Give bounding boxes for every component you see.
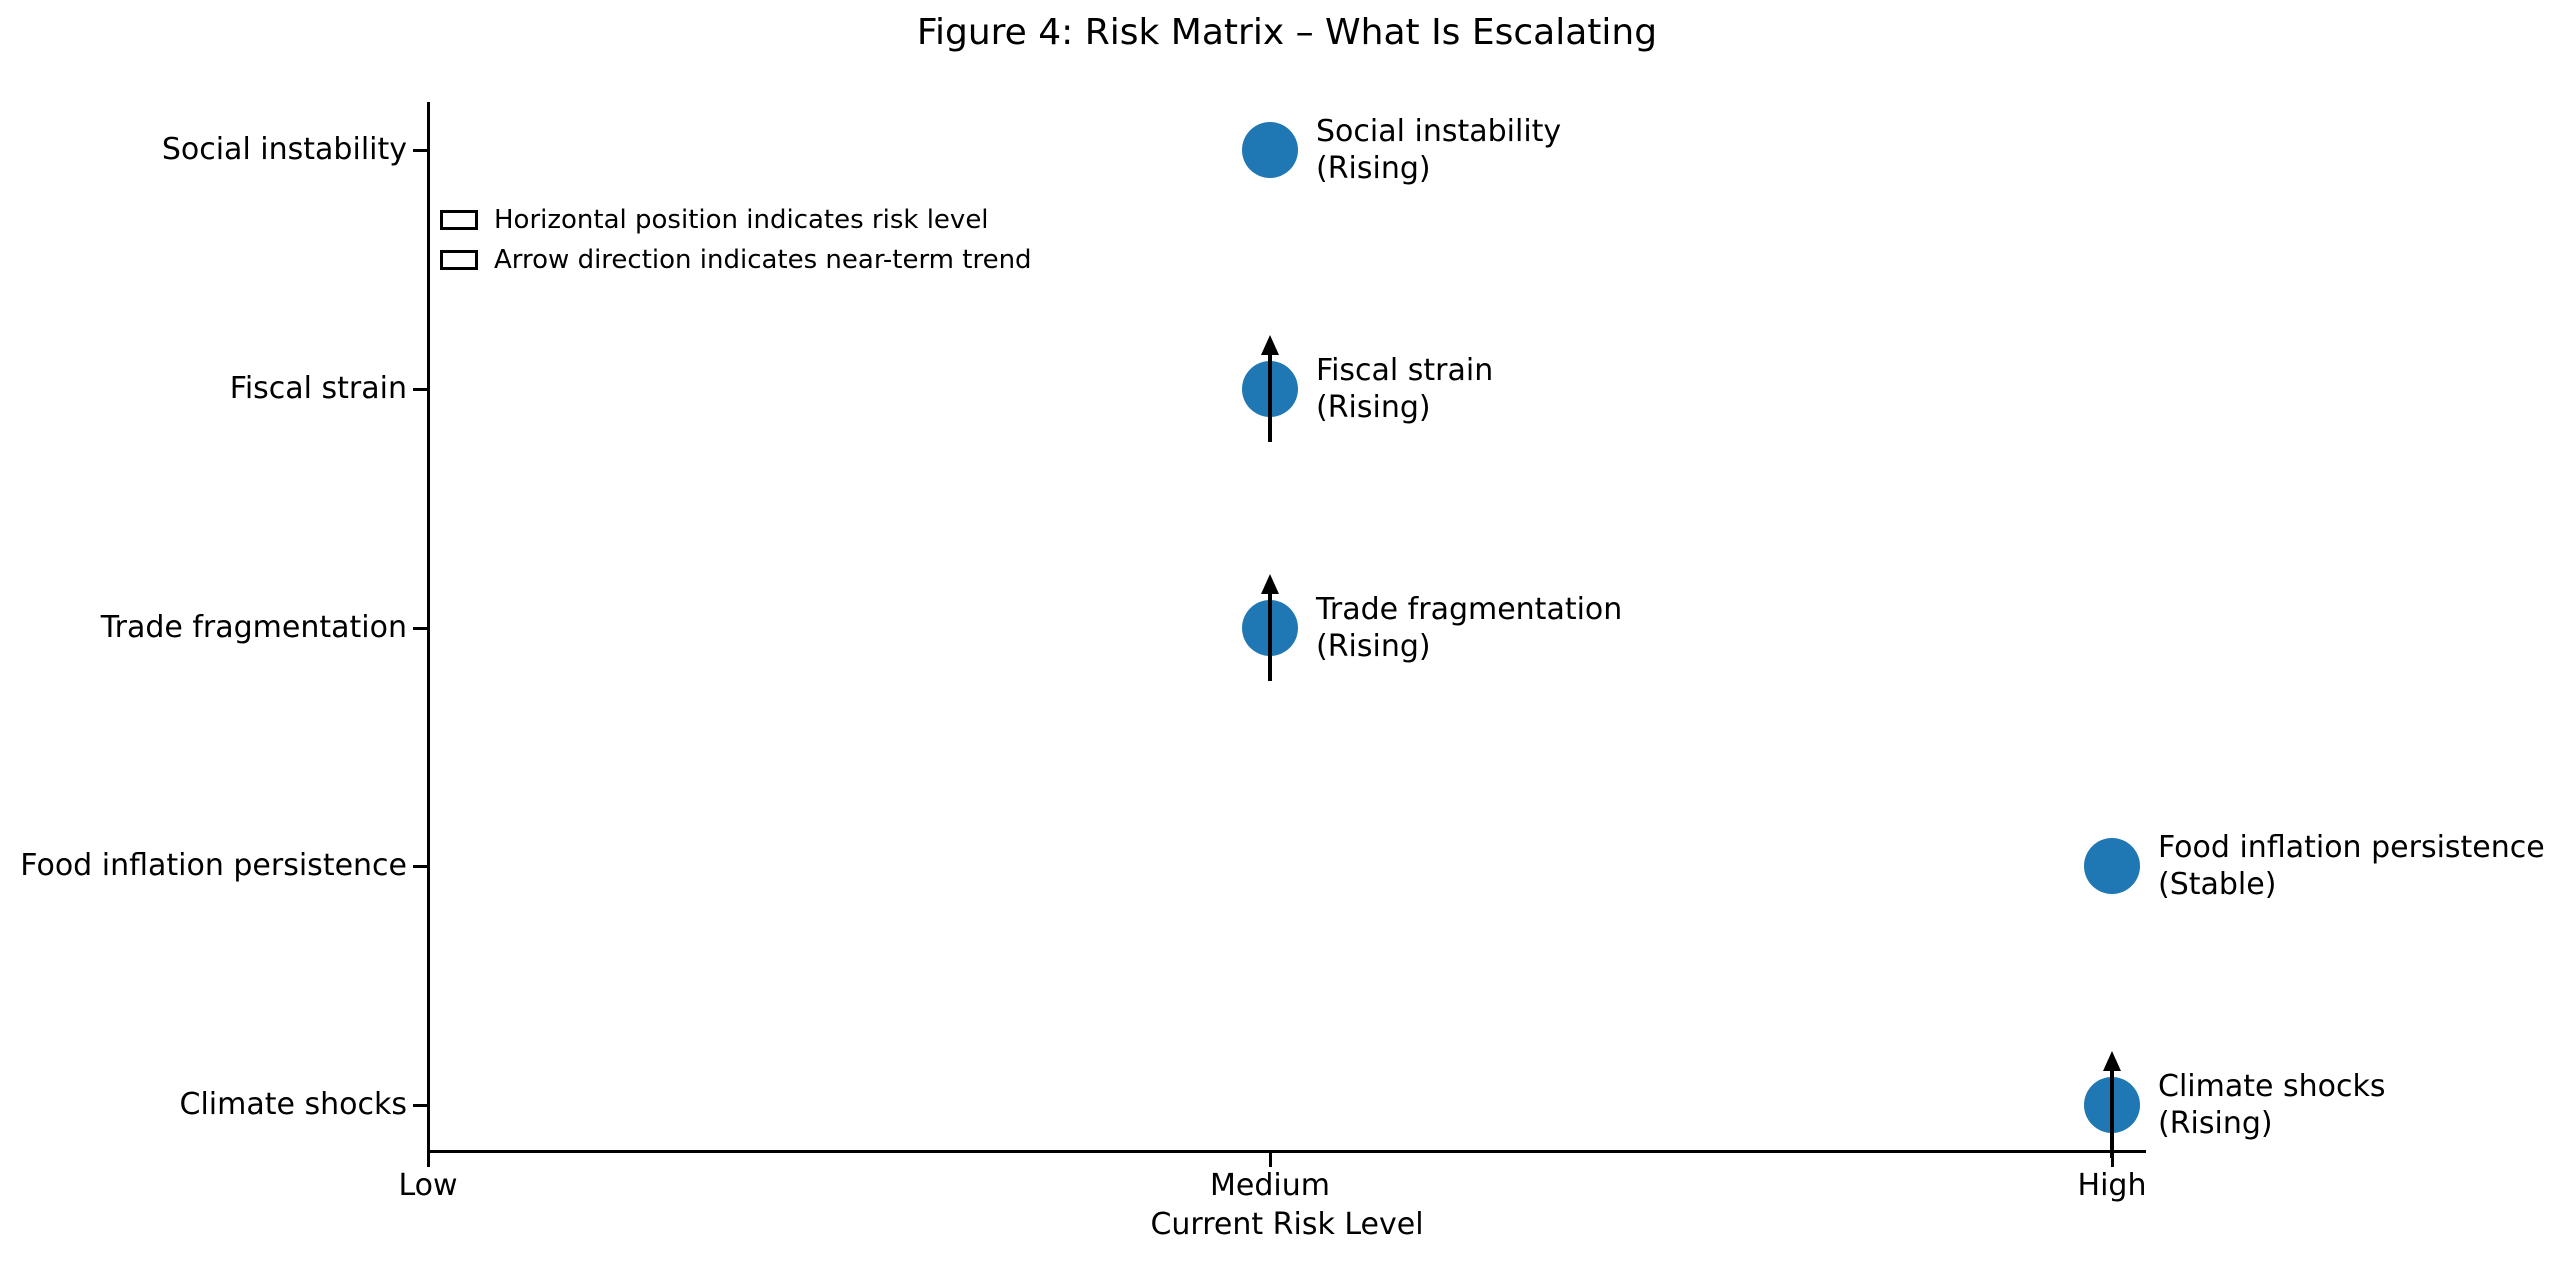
x-axis-label: Current Risk Level [1150, 1207, 1424, 1242]
data-point-label: Trade fragmentation(Rising) [1316, 591, 1622, 665]
x-axis-spine [427, 1150, 2146, 1153]
legend: Horizontal position indicates risk level… [440, 202, 1032, 282]
legend-rect-swatch [440, 250, 478, 270]
x-tick-label: High [2077, 1168, 2147, 1203]
y-tick-label: Trade fragmentation [100, 610, 407, 645]
data-point-name: Fiscal strain [1316, 353, 1494, 388]
trend-arrow-line [1268, 351, 1272, 442]
data-point-label: Fiscal strain(Rising) [1316, 352, 1493, 426]
data-point-name: Climate shocks [2158, 1069, 2386, 1104]
y-tick [413, 1104, 429, 1107]
data-point-trend: (Rising) [1316, 629, 1431, 664]
x-tick [427, 1152, 430, 1167]
data-point-name: Food inflation persistence [2158, 830, 2545, 865]
x-tick [2111, 1152, 2114, 1167]
y-tick-label: Social instability [161, 132, 407, 167]
data-point-dot [1242, 122, 1298, 178]
legend-label: Horizontal position indicates risk level [494, 205, 989, 235]
y-tick [413, 149, 429, 152]
y-tick [413, 627, 429, 630]
trend-arrow-up-icon [1261, 574, 1279, 594]
x-tick [1269, 1152, 1272, 1167]
data-point-trend: (Rising) [1316, 151, 1431, 186]
trend-arrow-line [1268, 590, 1272, 681]
y-axis-spine [427, 102, 430, 1151]
legend-label: Arrow direction indicates near-term tren… [494, 245, 1032, 275]
data-point-trend: (Stable) [2158, 867, 2277, 902]
data-point-trend: (Rising) [1316, 390, 1431, 425]
x-tick-label: Low [398, 1168, 458, 1203]
y-tick-label: Fiscal strain [229, 371, 407, 406]
legend-item: Arrow direction indicates near-term tren… [440, 242, 1032, 278]
data-point-label: Social instability(Rising) [1316, 113, 1561, 187]
data-point-label: Climate shocks(Rising) [2158, 1068, 2385, 1142]
data-point-trend: (Rising) [2158, 1106, 2273, 1141]
legend-rect-swatch [440, 210, 478, 230]
y-tick [413, 865, 429, 868]
trend-arrow-up-icon [1261, 335, 1279, 355]
data-point-name: Social instability [1316, 114, 1562, 149]
trend-arrow-line [2110, 1067, 2114, 1158]
y-tick [413, 388, 429, 391]
y-tick-label: Climate shocks [179, 1087, 407, 1122]
legend-item: Horizontal position indicates risk level [440, 202, 1032, 238]
data-point-name: Trade fragmentation [1316, 592, 1623, 627]
data-point-dot [2084, 838, 2140, 894]
y-tick-label: Food inflation persistence [20, 848, 407, 883]
x-tick-label: Medium [1210, 1168, 1330, 1203]
data-point-label: Food inflation persistence(Stable) [2158, 829, 2545, 903]
chart-title: Figure 4: Risk Matrix – What Is Escalati… [916, 12, 1658, 53]
trend-arrow-up-icon [2103, 1051, 2121, 1071]
